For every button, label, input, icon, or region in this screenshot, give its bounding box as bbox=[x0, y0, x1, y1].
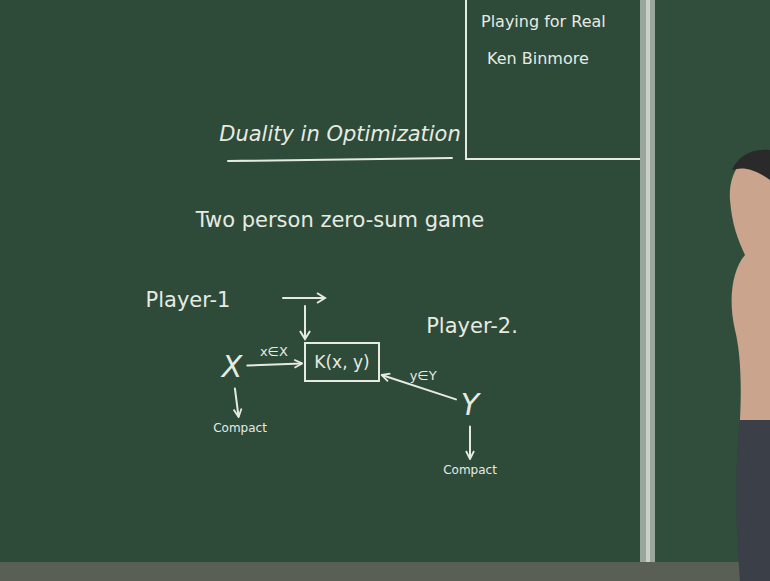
node-text: Ken Binmore bbox=[487, 49, 640, 68]
chalk-connector bbox=[235, 388, 239, 416]
lecturer-shirt bbox=[736, 420, 770, 581]
lecturer-face bbox=[730, 150, 770, 420]
set-symbol: Compact bbox=[211, 419, 269, 437]
chalk-connector bbox=[247, 363, 301, 365]
board-note: Two person zero-sum game bbox=[196, 208, 485, 232]
reference-box: Playing for RealKen Binmore bbox=[465, 0, 640, 160]
chalk-arrowhead bbox=[317, 293, 325, 303]
set-symbol: X bbox=[220, 347, 245, 386]
title: Duality in Optimization bbox=[219, 122, 461, 146]
chalk-arrow bbox=[283, 297, 324, 299]
node-text: Compact bbox=[213, 421, 267, 435]
edge-label: y∈Y bbox=[408, 368, 439, 383]
board-note: Player-1 bbox=[146, 288, 231, 312]
chalk-ledge bbox=[0, 562, 770, 581]
board-note: Player-2. bbox=[426, 314, 518, 338]
panel-frame-edge bbox=[646, 0, 650, 581]
lecturer-hair bbox=[732, 150, 770, 180]
chalk-arrowhead bbox=[300, 331, 310, 339]
title-underline bbox=[228, 158, 452, 161]
payoff-box: K(x, y) bbox=[304, 342, 379, 382]
set-symbol: Y bbox=[459, 385, 481, 424]
right-panel bbox=[655, 0, 770, 581]
node-text: X bbox=[222, 349, 243, 384]
node-text: K(x, y) bbox=[314, 352, 369, 372]
node-text: Y bbox=[461, 387, 479, 422]
node-text: Playing for Real bbox=[481, 12, 640, 31]
chalk-arrow bbox=[304, 306, 306, 338]
edge-label: x∈X bbox=[258, 344, 290, 359]
chalk-connector bbox=[469, 427, 471, 459]
panel-frame bbox=[640, 0, 655, 581]
set-symbol: Compact bbox=[441, 461, 499, 479]
node-text: Compact bbox=[443, 463, 497, 477]
